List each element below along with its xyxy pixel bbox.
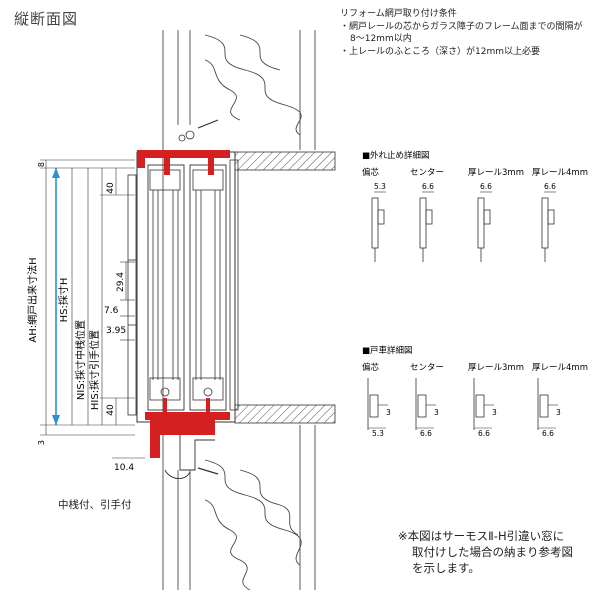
detail-top-item: 偏芯 5.3 [362, 167, 386, 262]
detail-bottom-item: 厚レール3mm 3 6.6 [468, 363, 524, 438]
detail-bottom-dim: 3 [556, 408, 561, 417]
reference-note-line1: ※本図はサーモスⅡ-H引違い窓に [398, 529, 565, 543]
rail-profile [541, 197, 549, 249]
detail-bottom-value: 5.3 [372, 429, 384, 438]
conditions-heading: リフォーム網戸取り付け条件 [340, 9, 457, 19]
dim-3-95: 3.95 [106, 326, 126, 336]
screen-rail-red [137, 150, 230, 458]
rail-profile [477, 197, 485, 249]
dim-bottom-3: 3 [37, 440, 46, 445]
drawing-caption: 中桟付、引手付 [58, 499, 132, 511]
installation-conditions: リフォーム網戸取り付け条件 ・網戸レールの芯からガラス障子のフレーム面までの間隔… [340, 8, 596, 58]
dim-29-4: 29.4 [116, 272, 126, 292]
rail-profile [371, 197, 379, 249]
detail-bottom-item: 厚レール4mm 3 6.6 [532, 363, 588, 438]
detail-top-item: 厚レール3mm 6.6 [468, 168, 524, 262]
detail-bottom-item: 偏芯 3 5.3 [362, 362, 391, 438]
detail-top-label: センター [410, 168, 444, 178]
condition-2: ・上レールのふところ（深さ）が12mm以上必要 [340, 46, 540, 57]
detail-bottom-label: 厚レール3mm [468, 363, 524, 373]
detail-top-heading: ■外れ止め詳細図 [362, 150, 430, 161]
roller-profile [475, 394, 485, 418]
detail-top-label: 偏芯 [362, 167, 380, 178]
detail-top-value: 5.3 [374, 182, 386, 191]
detail-top-drawings: 偏芯 5.3 センター 6.6 厚レール3mm 6.6 厚レール4mm 6.6 [362, 167, 588, 262]
detail-bottom-label: センター [410, 363, 444, 373]
detail-top-item: センター 6.6 [410, 168, 444, 262]
detail-top-value: 6.6 [544, 182, 556, 191]
wall-structure [162, 30, 336, 591]
detail-bottom-label: 偏芯 [362, 362, 380, 373]
detail-top-label: 厚レール4mm [532, 168, 588, 178]
detail-bottom-dim: 3 [434, 408, 439, 417]
roller-profile [369, 394, 379, 418]
reference-note: ※本図はサーモスⅡ-H引違い窓に 取付けした場合の納まり参考図 を示します。 [398, 528, 597, 576]
detail-bottom-value: 6.6 [478, 429, 490, 438]
detail-bottom-value: 6.6 [542, 429, 554, 438]
detail-top-label: 厚レール3mm [468, 168, 524, 178]
dim-his-label: HIS:採寸引手位置 [88, 330, 101, 410]
roller-profile [417, 394, 427, 418]
page-title: 縦断面図 [14, 10, 79, 28]
dimension-lines [40, 159, 145, 459]
detail-bottom-dim: 3 [386, 408, 391, 417]
dim-ah-label: AH:網戸出来寸法H [26, 257, 39, 342]
condition-1-line2: 8〜12mm以内 [350, 34, 412, 44]
dim-40-top: 40 [106, 182, 116, 194]
detail-bottom-value: 6.6 [420, 429, 432, 438]
dim-hs-label: HS:採寸H [57, 278, 70, 323]
dim-top-8: 8 [37, 162, 46, 167]
detail-bottom-label: 厚レール4mm [532, 363, 588, 373]
condition-1-line1: ・網戸レールの芯からガラス障子のフレーム面までの間隔が [340, 21, 583, 32]
dim-7-6: 7.6 [104, 306, 119, 316]
dim-10-4: 10.4 [114, 463, 134, 473]
dim-40-bottom: 40 [106, 404, 116, 416]
detail-bottom-heading: ■戸車詳細図 [362, 345, 413, 356]
dim-nis-label: NIS:採寸中桟位置 [74, 320, 87, 400]
reference-note-line3: を示します。 [412, 561, 480, 575]
detail-bottom-drawings: 偏芯 3 5.3 センター 3 6.6 厚レール3mm 3 6.6 厚レール4mm 3 6.6 [362, 362, 588, 438]
detail-top-value: 6.6 [480, 182, 492, 191]
roller-profile [539, 394, 549, 418]
detail-top-item: 厚レール4mm 6.6 [532, 168, 588, 262]
rail-profile [419, 197, 427, 249]
detail-top-value: 6.6 [422, 182, 434, 191]
detail-bottom-item: センター 3 6.6 [410, 363, 444, 438]
detail-bottom-dim: 3 [492, 408, 497, 417]
reference-note-line2: 取付けした場合の納まり参考図 [412, 545, 573, 559]
